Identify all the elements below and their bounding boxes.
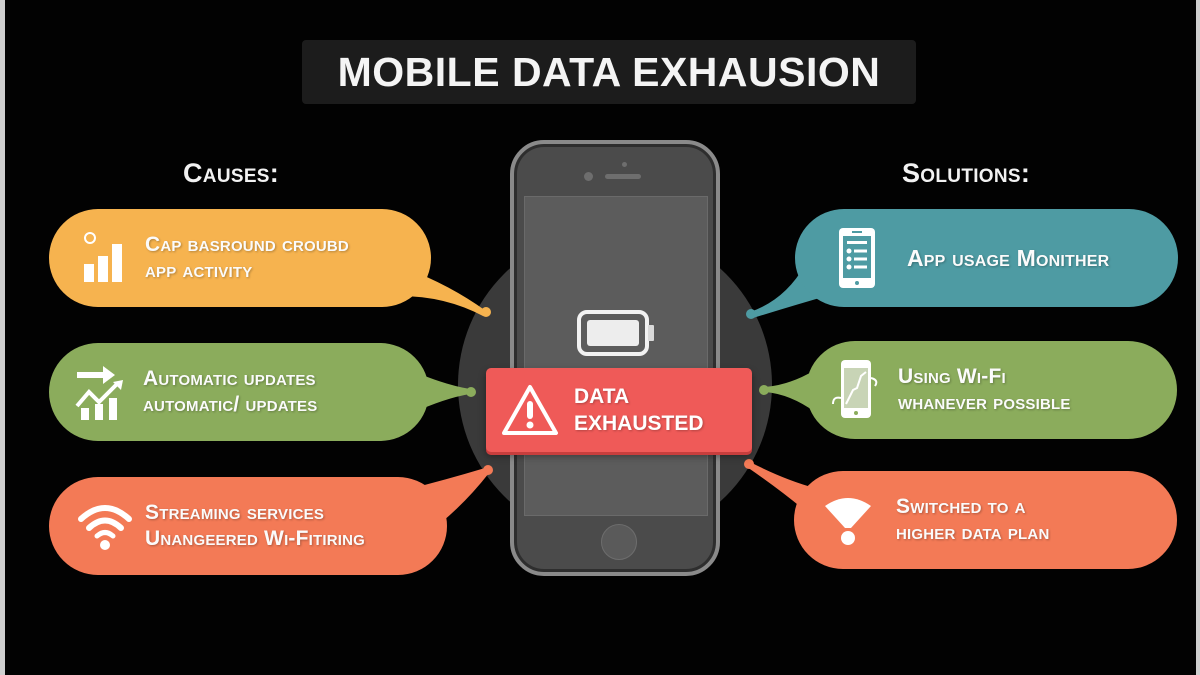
empty-battery-icon bbox=[577, 310, 657, 363]
solution-line2: higher data plan bbox=[896, 521, 1050, 544]
wifi-icon bbox=[77, 496, 133, 556]
data-exhausted-alert: DATA EXHAUSTED bbox=[486, 368, 752, 452]
cause-line1: Automatic updates bbox=[143, 367, 316, 390]
cause-line1: Cap basround croubd bbox=[145, 233, 349, 256]
solution-line1: App usage Monither bbox=[907, 245, 1110, 271]
cause-line2: automatic/ updates bbox=[143, 393, 318, 416]
title-banner: MOBILE DATA EXHAUSION bbox=[302, 40, 916, 104]
solution-item-use-wifi: Using Wi-Fi whanever possible bbox=[806, 341, 1177, 439]
warning-triangle-icon bbox=[500, 383, 560, 437]
smartphone bbox=[510, 140, 720, 576]
solution-line1: Switched to a bbox=[896, 495, 1026, 518]
cause-item-automatic-updates: Automatic updates automatic/ updates bbox=[49, 343, 429, 441]
home-button bbox=[601, 524, 637, 560]
causes-heading: Causes: bbox=[183, 158, 280, 188]
phone-list-icon bbox=[829, 228, 885, 288]
infographic-canvas: MOBILE DATA EXHAUSION Causes: Solutions: bbox=[5, 0, 1196, 675]
cause-line1: Streaming services bbox=[145, 501, 325, 524]
trend-arrow-icon bbox=[73, 362, 129, 422]
page-title: MOBILE DATA EXHAUSION bbox=[337, 48, 881, 95]
cause-line2: app activity bbox=[145, 259, 253, 282]
solution-item-app-usage-monitor: App usage Monither bbox=[795, 209, 1178, 307]
solutions-heading: Solutions: bbox=[902, 158, 1031, 188]
alert-line1: DATA bbox=[574, 385, 630, 408]
solution-item-higher-data-plan: Switched to a higher data plan bbox=[794, 471, 1177, 569]
cause-line2: Unangeered Wi-Fitiring bbox=[145, 527, 366, 550]
alert-line2: EXHAUSTED bbox=[574, 412, 704, 435]
phone-chart-icon bbox=[828, 360, 884, 420]
solution-line1: Using Wi-Fi bbox=[898, 365, 1006, 388]
sensor-dot bbox=[622, 162, 627, 167]
front-camera bbox=[584, 172, 593, 181]
cause-item-background-activity: Cap basround croubd app activity bbox=[49, 209, 431, 307]
earpiece-speaker bbox=[605, 174, 641, 179]
cause-item-streaming-services: Streaming services Unangeered Wi-Fitirin… bbox=[49, 477, 447, 575]
signal-warning-icon bbox=[820, 490, 876, 550]
bar-chart-icon bbox=[77, 228, 133, 288]
solution-line2: whanever possible bbox=[898, 391, 1071, 414]
